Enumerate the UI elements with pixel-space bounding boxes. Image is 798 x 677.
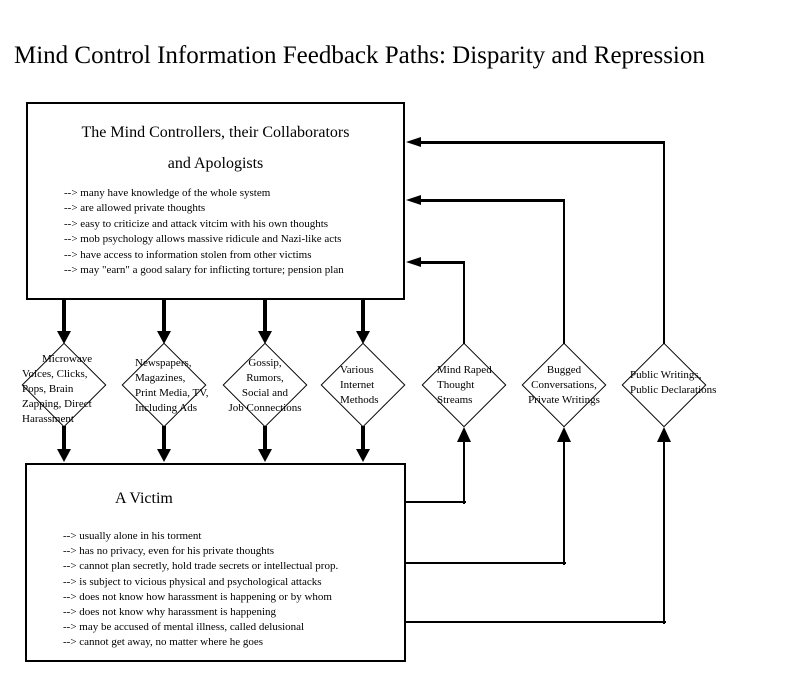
label-line: Bugged xyxy=(546,364,582,376)
arrowhead-left xyxy=(406,137,421,147)
label-line: Conversations, xyxy=(531,379,597,391)
label-line: Newspapers, xyxy=(135,357,192,369)
victim-box-title: A Victim xyxy=(115,490,173,507)
arrowhead-up xyxy=(657,427,671,442)
label-line: Harassment xyxy=(22,413,74,425)
arrowhead-down xyxy=(258,449,272,462)
arrow-line-down xyxy=(162,300,166,331)
controllers-bullet-list: --> many have knowledge of the whole sys… xyxy=(64,186,344,278)
feedback-line-horizontal xyxy=(406,501,466,503)
bullet-item: --> may be accused of mental illness, ca… xyxy=(63,621,305,634)
feedback-line-vertical xyxy=(663,142,665,344)
page-title: Mind Control Information Feedback Paths:… xyxy=(14,42,705,69)
label-line: Job Connections xyxy=(228,402,302,414)
label-line: Private Writings xyxy=(528,394,600,406)
label-line: Various xyxy=(340,364,374,376)
label-line: Public Declarations xyxy=(630,384,717,396)
label-line: Public Writings, xyxy=(630,369,702,381)
bullet-item: --> is subject to vicious physical and p… xyxy=(63,575,322,588)
arrow-line-down xyxy=(62,426,66,449)
controllers-box-title-line2: and Apologists xyxy=(167,155,264,172)
label-line: Gossip, xyxy=(248,357,282,369)
label-line: Voices, Clicks, xyxy=(22,368,88,380)
bullet-item: --> cannot get away, no matter where he … xyxy=(63,636,264,649)
arrow-line-down xyxy=(162,426,166,449)
feedback-line-vertical xyxy=(663,442,665,624)
arrowhead-down xyxy=(356,449,370,462)
feedback-line-horizontal xyxy=(406,621,666,623)
channel-label-bugged-conversations: Bugged Conversations, Private Writings xyxy=(494,363,634,408)
label-line: Pops, Brain xyxy=(22,383,74,395)
label-line: Thought xyxy=(437,379,475,391)
feedback-line-horizontal xyxy=(419,141,665,144)
arrowhead-up xyxy=(457,427,471,442)
controllers-box: The Mind Controllers, their Collaborator… xyxy=(26,102,405,300)
arrow-line-down xyxy=(361,300,365,331)
arrowhead-down xyxy=(157,449,171,462)
victim-bullet-list: --> usually alone in his torment --> has… xyxy=(63,529,338,651)
bullet-item: --> does not know how harassment is happ… xyxy=(63,590,332,603)
label-line: Mind Raped xyxy=(437,364,492,376)
arrowhead-down xyxy=(258,331,272,344)
label-line: Rumors, xyxy=(246,372,284,384)
feedback-line-vertical xyxy=(563,442,565,565)
feedback-line-horizontal xyxy=(419,199,565,202)
label-line: Internet xyxy=(340,379,375,391)
feedback-line-horizontal xyxy=(406,562,566,564)
label-line: Including Ads xyxy=(135,402,198,414)
arrowhead-down xyxy=(57,331,71,344)
label-line: Microwave xyxy=(42,353,93,365)
arrowhead-down xyxy=(57,449,71,462)
bullet-item: --> are allowed private thoughts xyxy=(64,202,206,215)
channel-label-internet: Various Internet Methods xyxy=(340,363,460,408)
bullet-item: --> may "earn" a good salary for inflict… xyxy=(64,264,344,277)
arrowhead-down xyxy=(157,331,171,344)
channel-label-print-media: Newspapers, Magazines, Print Media, TV, … xyxy=(135,356,285,416)
label-line: Magazines, xyxy=(135,372,186,384)
label-line: Zapping, Direct xyxy=(22,398,92,410)
victim-box: A Victim --> usually alone in his tormen… xyxy=(25,463,406,662)
arrowhead-up xyxy=(557,427,571,442)
label-line: Print Media, TV, xyxy=(135,387,209,399)
bullet-item: --> easy to criticize and attack vitcim … xyxy=(64,217,329,230)
arrow-line-down xyxy=(263,426,267,449)
bullet-item: --> have access to information stolen fr… xyxy=(64,248,312,261)
bullet-item: --> has no privacy, even for his private… xyxy=(63,545,275,558)
label-line: Streams xyxy=(437,394,473,406)
feedback-line-horizontal xyxy=(419,261,465,264)
bullet-item: --> does not know why harassment is happ… xyxy=(63,606,277,619)
label-line: Methods xyxy=(340,394,379,406)
arrowhead-down xyxy=(356,331,370,344)
arrow-line-down xyxy=(263,300,267,331)
arrow-line-down xyxy=(62,300,66,331)
bullet-item: --> usually alone in his torment xyxy=(63,530,202,542)
arrowhead-left xyxy=(406,257,421,267)
bullet-item: --> many have knowledge of the whole sys… xyxy=(64,187,271,199)
channel-label-thought-streams: Mind Raped Thought Streams xyxy=(437,363,557,408)
channel-label-public-writings: Public Writings, Public Declarations xyxy=(630,368,770,398)
label-line: Social and xyxy=(241,387,289,399)
arrow-line-down xyxy=(361,426,365,449)
controllers-box-title-line1: The Mind Controllers, their Collaborator… xyxy=(81,124,350,141)
feedback-line-vertical xyxy=(463,442,465,504)
bullet-item: --> mob psychology allows massive ridicu… xyxy=(64,233,342,246)
feedback-line-vertical xyxy=(463,262,465,344)
arrowhead-left xyxy=(406,195,421,205)
feedback-line-vertical xyxy=(563,200,565,344)
channel-label-microwave: Microwave Voices, Clicks, Pops, Brain Za… xyxy=(22,352,172,427)
channel-label-gossip: Gossip, Rumors, Social and Job Connectio… xyxy=(195,356,335,416)
bullet-item: --> cannot plan secretly, hold trade sec… xyxy=(63,560,339,573)
